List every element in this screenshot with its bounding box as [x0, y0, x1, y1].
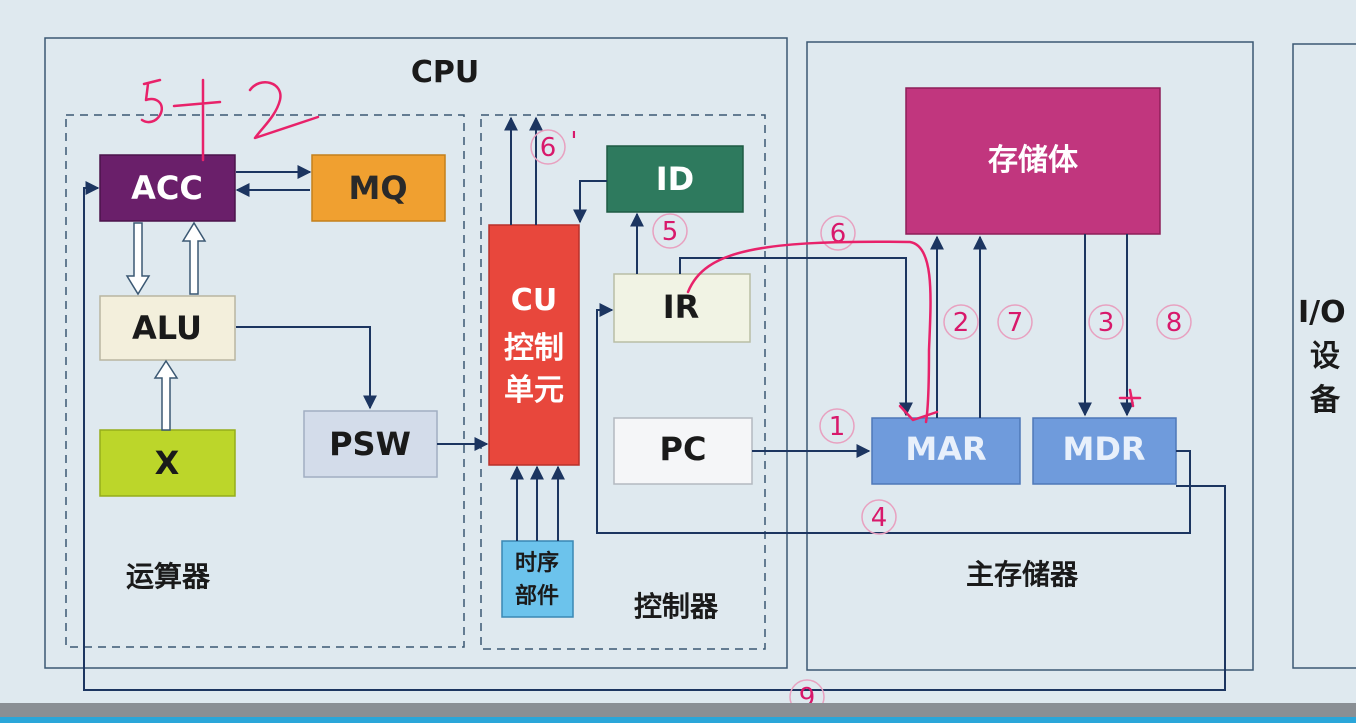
x-block: X — [99, 429, 236, 497]
ink-ir-to-mar-route — [686, 240, 939, 424]
mq-block: MQ — [311, 154, 446, 222]
step-3: 3 — [1088, 304, 1124, 340]
svg-text:': ' — [570, 127, 577, 157]
psw-label: PSW — [329, 425, 411, 463]
svg-text:6: 6 — [540, 133, 557, 163]
cpu-title: CPU — [411, 55, 479, 90]
step-1: 1 — [819, 408, 855, 444]
storage-label: 存储体 — [988, 143, 1079, 178]
step-7: 7 — [997, 304, 1033, 340]
ink-digit-2 — [248, 81, 320, 140]
svg-text:7: 7 — [1007, 308, 1024, 338]
svg-text:4: 4 — [871, 503, 888, 533]
step-5: 5 — [652, 213, 688, 249]
memory-section-label: 主存储器 — [966, 558, 1079, 591]
io-label-line1: I/O — [1298, 295, 1346, 330]
timing-block: 时序 部件 — [501, 540, 574, 618]
step-2: 2 — [943, 304, 979, 340]
ink-digit-5 — [140, 78, 163, 124]
timing-label-line1: 时序 — [515, 550, 559, 576]
handwritten-annotations — [140, 78, 1142, 424]
step-8: 8 — [1156, 304, 1192, 340]
cu-label-line2: 控制 — [504, 331, 564, 366]
io-frame — [1292, 43, 1356, 669]
storage-block: 存储体 — [905, 87, 1161, 235]
alu-block: ALU — [99, 295, 236, 361]
control-section-frame — [480, 114, 766, 650]
svg-text:3: 3 — [1098, 308, 1115, 338]
io-label-line2: 设 — [1310, 339, 1340, 374]
mar-label: MAR — [905, 430, 986, 468]
video-progress-fill — [0, 717, 1356, 723]
step-6: 6 — [820, 215, 856, 251]
svg-text:6: 6 — [830, 219, 847, 249]
svg-text:5: 5 — [662, 217, 679, 247]
id-label: ID — [656, 160, 694, 198]
svg-text:2: 2 — [953, 308, 970, 338]
cpu-frame — [44, 37, 788, 669]
mdr-block: MDR — [1032, 417, 1177, 485]
ink-plus-and-line — [172, 78, 222, 162]
psw-block: PSW — [303, 410, 438, 478]
cu-block: CU 控制 单元 — [488, 224, 580, 466]
cu-label-line1: CU — [511, 283, 557, 318]
timing-label-line2: 部件 — [515, 583, 559, 609]
id-block: ID — [606, 145, 744, 213]
x-label: X — [155, 444, 180, 482]
svg-text:1: 1 — [829, 412, 846, 442]
mq-label: MQ — [348, 169, 407, 207]
ink-mdr-tick — [1118, 388, 1142, 408]
acc-label: ACC — [131, 169, 203, 207]
acc-alu-hollow-arrows — [125, 221, 207, 431]
alu-section-label: 运算器 — [126, 560, 211, 593]
control-section-label: 控制器 — [634, 590, 719, 623]
memory-frame — [806, 41, 1254, 671]
mdr-label: MDR — [1062, 430, 1145, 468]
io-label-line3: 备 — [1310, 383, 1341, 418]
pc-block: PC — [613, 417, 753, 485]
video-progress-bar[interactable] — [0, 703, 1356, 723]
svg-text:8: 8 — [1166, 308, 1183, 338]
alu-label: ALU — [132, 309, 202, 347]
ir-label: IR — [663, 288, 700, 326]
step-6-prime: 6 ' — [530, 127, 578, 165]
connections — [83, 116, 1226, 691]
step-4: 4 — [861, 499, 897, 535]
mar-block: MAR — [871, 417, 1021, 485]
alu-section-frame — [65, 114, 465, 648]
acc-block: ACC — [99, 154, 236, 222]
pc-label: PC — [660, 430, 707, 468]
ir-block: IR — [613, 273, 751, 343]
cu-label-line3: 单元 — [504, 373, 564, 408]
